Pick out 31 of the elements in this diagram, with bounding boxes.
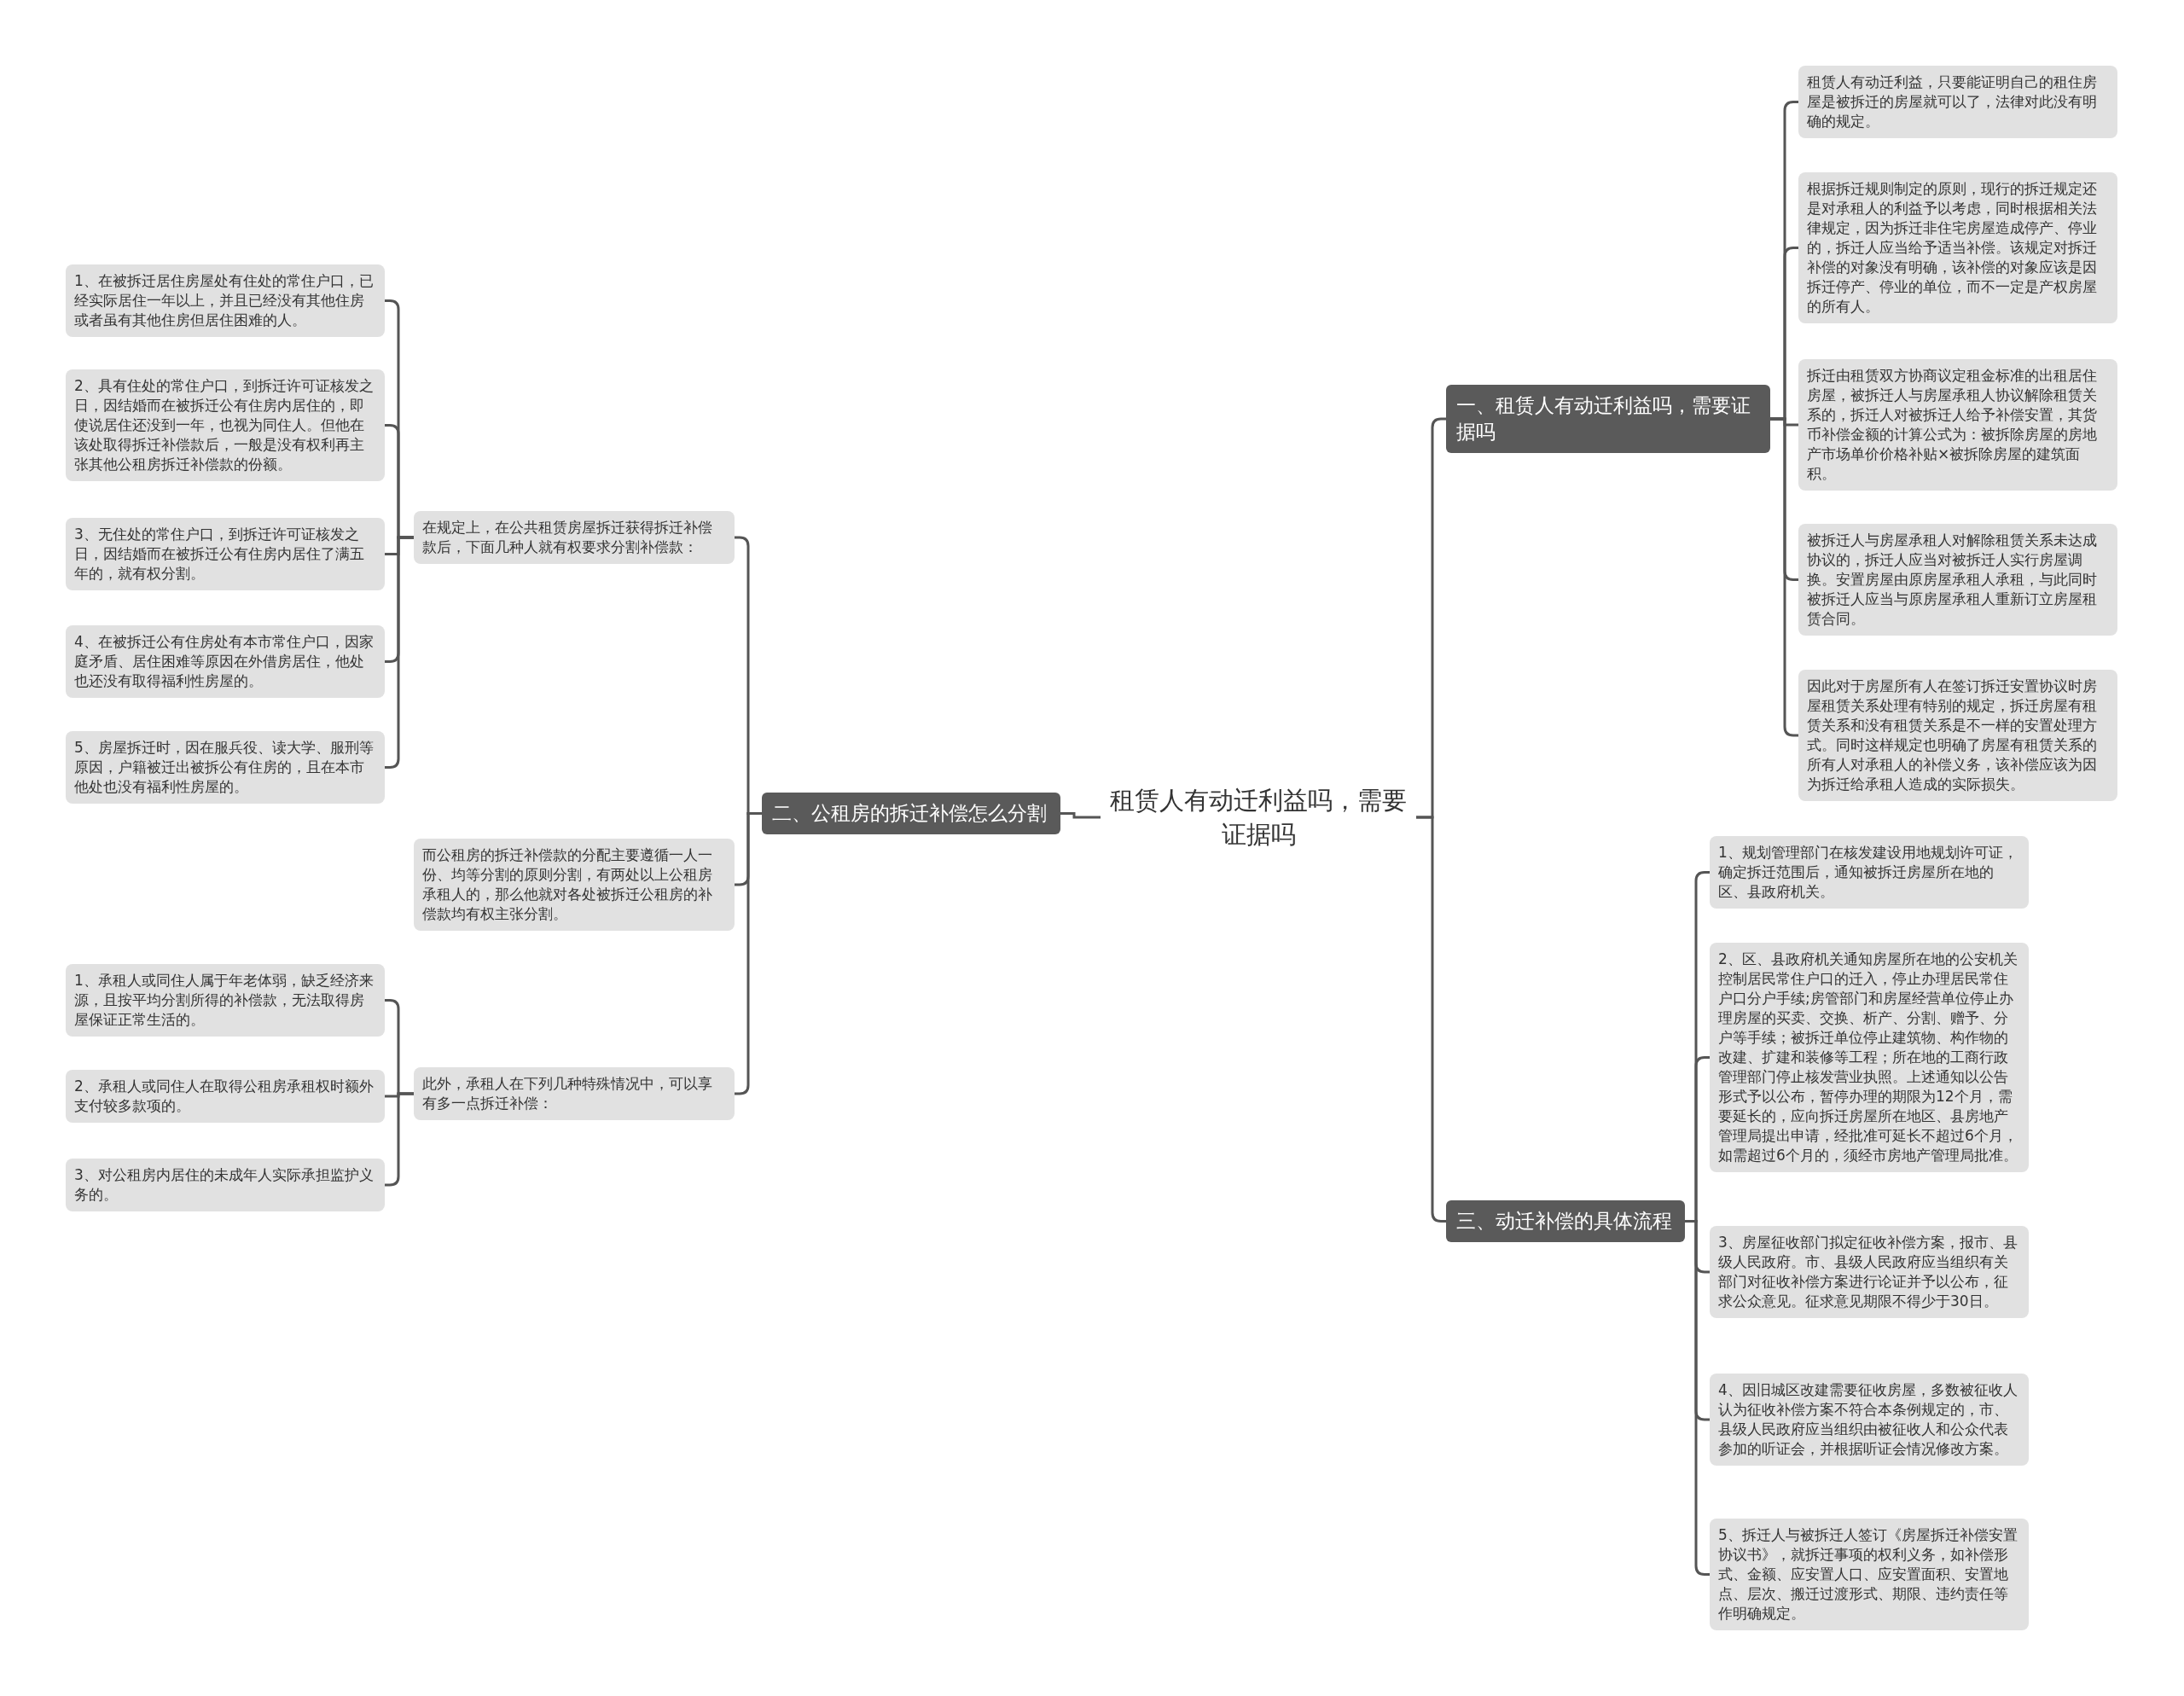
note-box: 租赁人有动迁利益，只要能证明自己的租住房屋是被拆迁的房屋就可以了，法律对此没有明确的规定。 <box>1798 66 2117 138</box>
connector-line <box>1685 1220 1710 1576</box>
branch-topic: 三、动迁补偿的具体流程 <box>1446 1200 1685 1242</box>
note-box: 3、无住处的常住户口，到拆迁许可证核发之日，因结婚而在被拆迁公有住房内居住了满五年的，就有权分割。 <box>66 518 385 590</box>
note-box: 1、在被拆迁居住房屋处有住处的常住户口，已经实际居住一年以上，并且已经没有其他住房或者虽有其他住房但居住困难的人。 <box>66 264 385 337</box>
note-box: 根据拆迁规则制定的原则，现行的拆迁规定还是对承租人的利益予以考虑，同时根据相关法律规定，因为拆迁非住宅房屋造成停产、停业的，拆迁人应当给予适当补偿。该规定对拆迁补偿的对象没有明确，该补偿的对象应该是因拆迁停产、停业的单位，而不一定是产权房屋的所有人。 <box>1798 172 2117 323</box>
note-box: 此外，承租人在下列几种特殊情况中，可以享有多一点拆迁补偿： <box>414 1067 735 1120</box>
note-box: 5、拆迁人与被拆迁人签订《房屋拆迁补偿安置协议书》，就拆迁事项的权利义务，如补偿形式、金额、应安置人口、应安置面积、安置地点、层次、搬迁过渡形式、期限、违约责任等作明确规定。 <box>1710 1519 2029 1630</box>
note-box: 5、房屋拆迁时，因在服兵役、读大学、服刑等原因，户籍被迁出被拆公有住房的，且在本市他处也没有福利性房屋的。 <box>66 731 385 804</box>
connector-line <box>735 812 762 1095</box>
branch-topic: 二、公租房的拆迁补偿怎么分割 <box>762 793 1060 834</box>
note-box: 3、对公租房内居住的未成年人实际承担监护义务的。 <box>66 1159 385 1211</box>
note-box: 2、具有住处的常住户口，到拆迁许可证核发之日，因结婚而在被拆迁公有住房内居住的，即使说居住还没到一年，也视为同住人。但他在该处取得拆迁补偿款后，一般是没有权利再主张其他公租房拆迁补偿款的份额。 <box>66 369 385 481</box>
note-box: 在规定上，在公共租赁房屋拆迁获得拆迁补偿款后，下面几种人就有权要求分割补偿款： <box>414 511 735 564</box>
note-box: 2、承租人或同住人在取得公租房承租权时额外支付较多款项的。 <box>66 1070 385 1123</box>
connector-line <box>1770 417 1798 737</box>
note-box: 而公租房的拆迁补偿款的分配主要遵循一人一份、均等分割的原则分割，有两处以上公租房承租人的，那么他就对各处被拆迁公租房的补偿款均有权主张分割。 <box>414 839 735 931</box>
central-topic: 租赁人有动迁利益吗，需要证据吗 <box>1101 778 1416 857</box>
note-box: 2、区、县政府机关通知房屋所在地的公安机关控制居民常住户口的迁入，停止办理居民常住户口分户手续;房管部门和房屋经营单位停止办理房屋的买卖、交换、析产、分割、赠予、分户等手续；被拆迁单位停止建筑物、构作物的改建、扩建和装修等工程；所在地的工商行政管理部门停止核发营业执照。上述通知以公告形式予以公布，暂停办理的期限为12个月，需要延长的，应向拆迁房屋所在地区、县房地产管理局提出申请，经批准可延长不超过6个月，如需超过6个月的，须经市房地产管理局批准。 <box>1710 943 2029 1172</box>
note-box: 1、承租人或同住人属于年老体弱，缺乏经济来源，且按平均分割所得的补偿款，无法取得房屋保证正常生活的。 <box>66 964 385 1037</box>
note-box: 因此对于房屋所有人在签订拆迁安置协议时房屋租赁关系处理有特别的规定，拆迁房屋有租赁关系和没有租赁关系是不一样的安置处理方式。同时这样规定也明确了房屋有租赁关系的所有人对承租人的补偿义务，该补偿应该为因为拆迁给承租人造成的实际损失。 <box>1798 670 2117 801</box>
note-box: 4、因旧城区改建需要征收房屋，多数被征收人认为征收补偿方案不符合本条例规定的，市、县级人民政府应当组织由被征收人和公众代表参加的听证会，并根据听证会情况修改方案。 <box>1710 1374 2029 1466</box>
connector-line <box>385 1092 414 1187</box>
note-box: 拆迁由租赁双方协商议定租金标准的出租居住房屋，被拆迁人与房屋承租人协议解除租赁关系的，拆迁人对被拆迁人给予补偿安置，其货币补偿金额的计算公式为：被拆除房屋的房地产市场单价价格补贴×被拆除房屋的建筑面积。 <box>1798 359 2117 491</box>
branch-topic: 一、租赁人有动迁利益吗，需要证据吗 <box>1446 385 1770 453</box>
note-box: 被拆迁人与房屋承租人对解除租赁关系未达成协议的，拆迁人应当对被拆迁人实行房屋调换。安置房屋由原房屋承租人承租，与此同时被拆迁人应当与原房屋承租人重新订立房屋租赁合同。 <box>1798 524 2117 636</box>
note-box: 3、房屋征收部门拟定征收补偿方案，报市、县级人民政府。市、县级人民政府应当组织有关部门对征收补偿方案进行论证并予以公布，征求公众意见。征求意见期限不得少于30日。 <box>1710 1226 2029 1318</box>
note-box: 1、规划管理部门在核发建设用地规划许可证，确定拆迁范围后，通知被拆迁房屋所在地的区、县政府机关。 <box>1710 836 2029 909</box>
connector-line <box>1416 816 1446 1223</box>
connector-line <box>1060 812 1101 819</box>
note-box: 4、在被拆迁公有住房处有本市常住户口，因家庭矛盾、居住困难等原因在外借房居住，他处也还没有取得福利性房屋的。 <box>66 625 385 698</box>
